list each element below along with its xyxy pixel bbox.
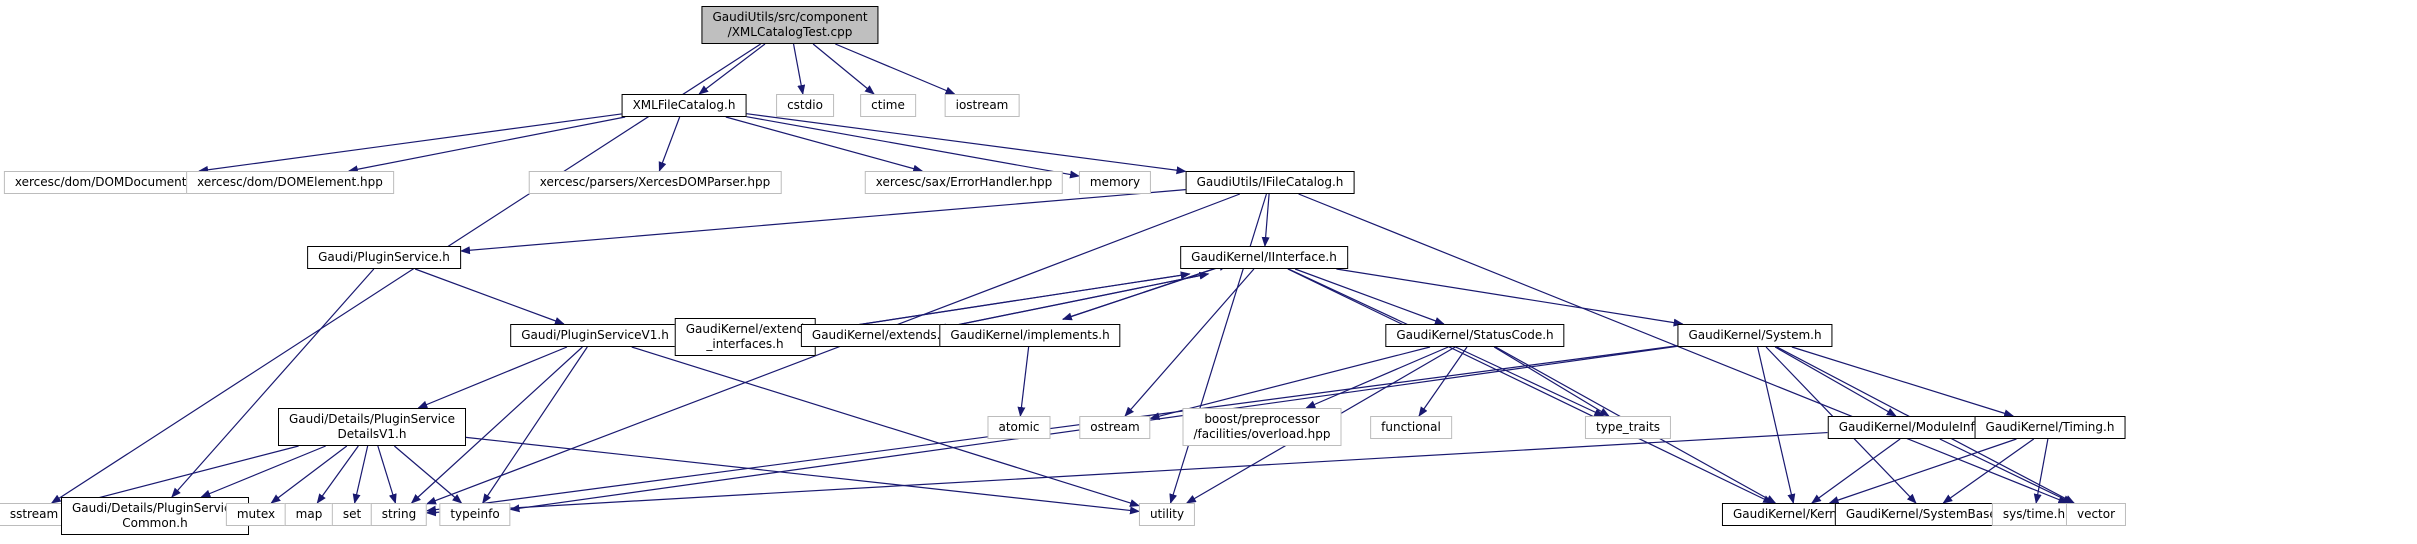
edge-detailsv1-to-map xyxy=(316,445,359,504)
node-string: string xyxy=(370,503,428,526)
edge-ifilecatalog-to-iinterface xyxy=(1261,193,1270,247)
edge-extend_interfaces-to-iinterface xyxy=(816,271,1191,332)
edge-root-to-xmlfilecatalog xyxy=(698,43,766,95)
edge-iinterface-to-ostream xyxy=(1124,268,1255,417)
edge-system-to-timing xyxy=(1791,346,2015,418)
node-typeinfo: typeinfo xyxy=(439,503,511,526)
edge-iinterface-to-system xyxy=(1336,268,1684,327)
edge-detailsv1-to-mutex xyxy=(270,445,348,504)
node-pluginservice[interactable]: Gaudi/PluginService.h xyxy=(307,246,461,269)
edge-system-to-string xyxy=(426,345,1678,514)
node-memory: memory xyxy=(1078,171,1152,194)
node-atomic: atomic xyxy=(987,416,1051,439)
edge-moduleinfo-to-vector xyxy=(1939,438,2074,504)
edge-detailsv1-to-utility xyxy=(465,436,1140,515)
edge-system-to-kernel xyxy=(1757,346,1796,504)
edge-timing-to-systime xyxy=(2033,438,2049,504)
node-timing[interactable]: GaudiKernel/Timing.h xyxy=(1974,416,2126,439)
node-kernel[interactable]: GaudiKernel/Kernel.h xyxy=(1721,503,1871,526)
node-ifilecatalog[interactable]: GaudiUtils/IFileCatalog.h xyxy=(1185,171,1355,194)
node-sstream: sstream xyxy=(0,503,70,526)
edge-statuscode-to-type_traits xyxy=(1493,346,1610,417)
node-root[interactable]: GaudiUtils/src/component /XMLCatalogTest… xyxy=(701,6,879,44)
edge-detailsv1-to-typeinfo xyxy=(393,445,463,504)
edge-pluginservicev1-to-detailsv1 xyxy=(417,346,568,409)
edge-root-to-sstream xyxy=(50,43,761,504)
edge-iinterface-to-statuscode xyxy=(1294,268,1445,325)
edge-moduleinfo-to-string xyxy=(426,431,1828,517)
node-systime: sys/time.h xyxy=(1991,503,2077,526)
edge-pluginservicev1-to-utility xyxy=(631,346,1140,507)
edge-xmlfilecatalog-to-domelement xyxy=(347,116,626,174)
edge-xmlfilecatalog-to-domdocument xyxy=(198,113,622,174)
edge-detailsv1-to-string xyxy=(377,445,397,504)
node-type_traits: type_traits xyxy=(1584,416,1672,439)
edge-statuscode-to-boost_overload xyxy=(1305,346,1449,409)
edge-root-to-iostream xyxy=(835,43,956,95)
node-statuscode[interactable]: GaudiKernel/StatusCode.h xyxy=(1385,324,1565,347)
node-iostream: iostream xyxy=(944,94,1020,117)
node-pluginservicev1[interactable]: Gaudi/PluginServiceV1.h xyxy=(510,324,680,347)
edge-detailsv1-to-set xyxy=(352,445,369,504)
edge-moduleinfo-to-kernel xyxy=(1811,438,1901,504)
edge-iinterface-to-kernel xyxy=(1287,268,1774,504)
edge-timing-to-kernel xyxy=(1828,438,2017,504)
edge-xmlfilecatalog-to-memory xyxy=(746,116,1080,179)
node-cstdio: cstdio xyxy=(776,94,834,117)
node-map: map xyxy=(284,503,334,526)
node-ctime: ctime xyxy=(860,94,916,117)
edge-statuscode-to-ostream xyxy=(1149,346,1431,421)
edge-detailsv1-to-sstream xyxy=(68,445,299,508)
node-xmlfilecatalog[interactable]: XMLFileCatalog.h xyxy=(621,94,747,117)
node-errorhandler: xercesc/sax/ErrorHandler.hpp xyxy=(864,171,1064,194)
node-system[interactable]: GaudiKernel/System.h xyxy=(1677,324,1833,347)
edge-pluginservicev1-to-string xyxy=(410,346,583,504)
node-ostream: ostream xyxy=(1079,416,1151,439)
edge-timing-to-systembase xyxy=(1942,438,2035,504)
edge-system-to-moduleinfo xyxy=(1774,346,1897,417)
edge-ifilecatalog-to-utility xyxy=(1169,193,1268,504)
edge-xmlfilecatalog-to-errorhandler xyxy=(725,116,924,173)
node-moduleinfo[interactable]: GaudiKernel/ModuleInfo.h xyxy=(1827,416,2005,439)
edge-xmlfilecatalog-to-ifilecatalog xyxy=(746,113,1187,175)
node-set: set xyxy=(331,503,373,526)
node-implements[interactable]: GaudiKernel/implements.h xyxy=(939,324,1121,347)
edge-pluginservice-to-pluginservicev1 xyxy=(414,268,565,325)
node-boost_overload: boost/preprocessor /facilities/overload.… xyxy=(1182,408,1342,446)
node-detailsv1[interactable]: Gaudi/Details/PluginService DetailsV1.h xyxy=(278,408,466,446)
node-iinterface[interactable]: GaudiKernel/IInterface.h xyxy=(1180,246,1348,269)
edge-xmlfilecatalog-to-xercesdomparser xyxy=(658,116,681,172)
edge-implements-to-atomic xyxy=(1017,346,1030,417)
edge-statuscode-to-functional xyxy=(1418,346,1468,417)
edge-detailsv1-to-common xyxy=(200,445,326,498)
edge-pluginservicev1-to-typeinfo xyxy=(482,346,588,504)
edge-ifilecatalog-to-string xyxy=(426,193,1241,505)
node-extends[interactable]: GaudiKernel/extends.h xyxy=(800,324,960,347)
node-extend_interfaces[interactable]: GaudiKernel/extend _interfaces.h xyxy=(674,318,816,356)
node-common[interactable]: Gaudi/Details/PluginService Common.h xyxy=(61,497,249,535)
node-systembase[interactable]: GaudiKernel/SystemBase.h xyxy=(1834,503,2020,526)
node-domdocument: xercesc/dom/DOMDocument.hpp xyxy=(3,171,225,194)
edge-root-to-ctime xyxy=(812,43,875,95)
edge-ifilecatalog-to-pluginservice xyxy=(460,189,1186,255)
node-utility: utility xyxy=(1138,503,1196,526)
edge-extends-to-iinterface xyxy=(937,271,1210,330)
node-functional: functional xyxy=(1370,416,1452,439)
edge-implements-to-iinterface xyxy=(1062,263,1229,320)
edge-pluginservice-to-common xyxy=(171,268,375,498)
node-vector: vector xyxy=(2065,503,2127,526)
edge-ifilecatalog-to-vector xyxy=(1298,193,2069,504)
node-xercesdomparser: xercesc/parsers/XercesDOMParser.hpp xyxy=(528,171,782,194)
edge-root-to-cstdio xyxy=(792,43,806,95)
node-domelement: xercesc/dom/DOMElement.hpp xyxy=(186,171,394,194)
node-mutex: mutex xyxy=(225,503,287,526)
